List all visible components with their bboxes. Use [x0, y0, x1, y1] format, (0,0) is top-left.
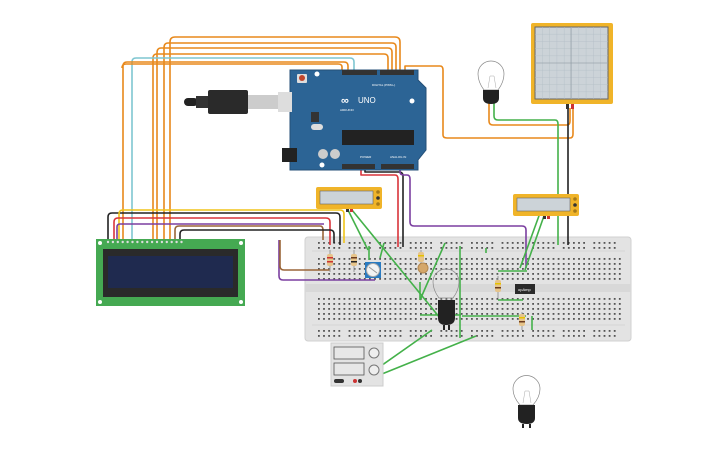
oscilloscope[interactable]	[531, 23, 613, 109]
power-supply[interactable]	[330, 342, 384, 387]
arduino-model: UNO	[358, 96, 376, 105]
power-label: POWER	[360, 155, 372, 159]
wire-orange-2[interactable]	[163, 42, 397, 240]
wire-green-pot[interactable]	[379, 242, 385, 259]
usb-cable[interactable]	[184, 90, 292, 114]
opamp-chip[interactable]: opAmp	[515, 284, 535, 294]
digital-label: DIGITAL (PWM~)	[372, 83, 395, 87]
resistor-5	[519, 312, 525, 330]
wire-orange-6[interactable]	[121, 63, 343, 73]
potentiometer[interactable]	[365, 262, 381, 278]
wire-black-lcd[interactable]	[107, 212, 341, 245]
voltage-knob[interactable]	[368, 347, 380, 359]
wire-yellow-lcd[interactable]	[118, 209, 345, 243]
wire-black-power[interactable]	[364, 168, 404, 247]
light-bulb-3[interactable]	[512, 375, 541, 429]
wire-purple-lcd[interactable]	[116, 223, 324, 240]
reset-button[interactable]	[299, 75, 305, 81]
wire-orange-scope[interactable]	[404, 65, 574, 139]
resistor-4	[495, 276, 501, 298]
light-bulb-1[interactable]	[477, 60, 505, 104]
breadboard[interactable]	[304, 236, 632, 342]
wire-red-power[interactable]	[360, 168, 399, 247]
wire-green-mm1-b[interactable]	[351, 209, 441, 319]
arduino-uno[interactable]: ∞ UNO ARDUINO DIGITAL (PWM~) POWER ANALO…	[282, 69, 427, 171]
resistor-1	[327, 250, 333, 272]
wire-purple-analog[interactable]	[399, 168, 527, 268]
lcd-display[interactable]	[96, 239, 245, 306]
wire-black-lcd-2[interactable]	[179, 229, 335, 243]
wires	[107, 36, 574, 383]
wire-red-lcd[interactable]	[113, 217, 331, 245]
breadboard-holes[interactable]	[318, 242, 621, 337]
multimeter-2[interactable]	[513, 194, 579, 219]
arduino-brand: ARDUINO	[340, 108, 355, 112]
wire-green-mm2-a[interactable]	[519, 212, 541, 269]
wire-cyan[interactable]	[131, 57, 355, 240]
wire-green-2[interactable]	[419, 242, 446, 301]
arduino-logo-icon: ∞	[341, 95, 349, 107]
wire-green-mm2-b[interactable]	[524, 212, 546, 271]
photoresistor[interactable]	[417, 262, 429, 274]
multimeter-1[interactable]	[316, 187, 382, 212]
current-knob[interactable]	[368, 364, 380, 376]
resistor-2	[351, 250, 357, 272]
analog-label: ANALOG IN	[390, 155, 406, 159]
wire-orange-1[interactable]	[169, 36, 401, 240]
resistor-3	[418, 250, 424, 264]
wire-orange-bulb[interactable]	[488, 103, 571, 126]
wire-brown-bb[interactable]	[279, 240, 330, 271]
wire-purple-pot[interactable]	[278, 240, 375, 281]
wire-brown-lcd[interactable]	[174, 225, 324, 240]
wire-orange-4[interactable]	[152, 53, 389, 240]
wire-green-mm1-a[interactable]	[347, 209, 369, 251]
wire-orange-3[interactable]	[156, 47, 393, 240]
wire-green-bulb[interactable]	[493, 103, 559, 245]
resistors[interactable]	[327, 250, 525, 330]
opamp-label: opAmp	[518, 287, 531, 292]
light-bulb-2[interactable]	[432, 268, 460, 330]
power-switch[interactable]	[334, 379, 344, 383]
